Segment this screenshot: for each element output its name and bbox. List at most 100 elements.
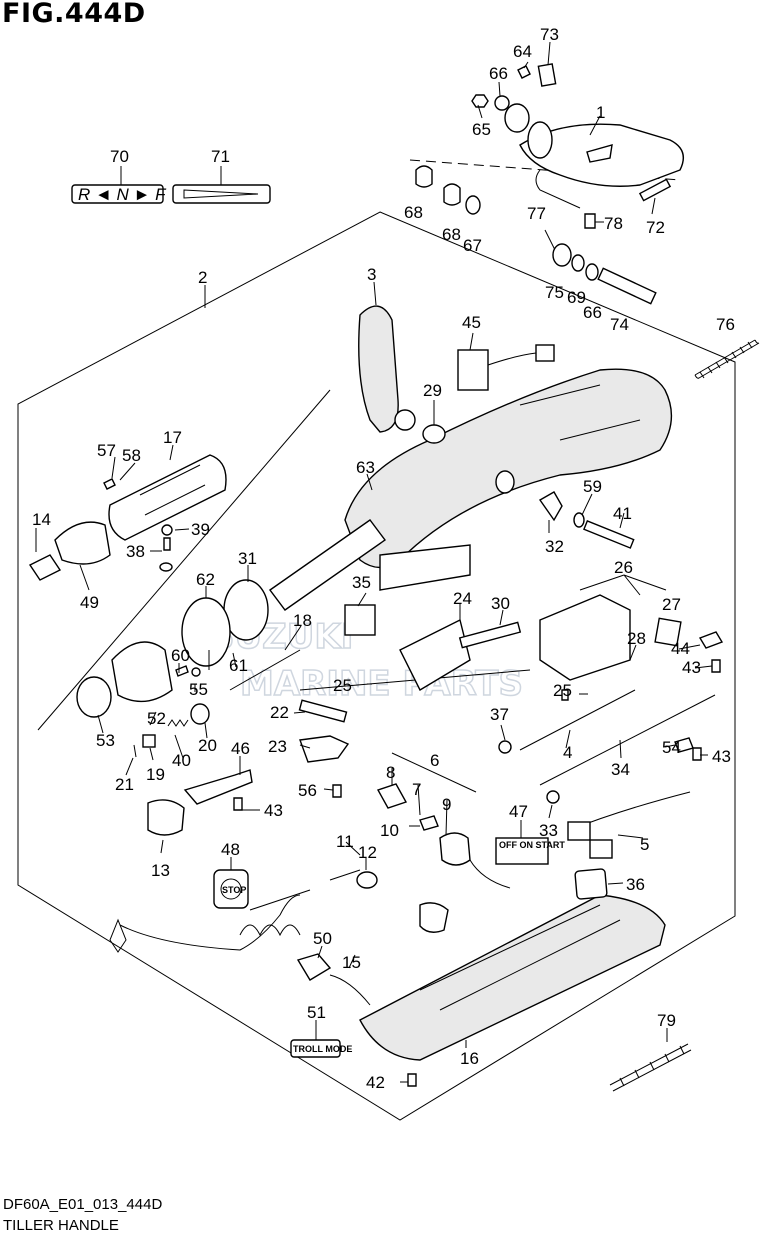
stop-plate-ring [220,878,242,900]
callout-70: 70 [110,147,129,166]
callout-38: 38 [126,542,145,561]
callout-77: 77 [527,204,546,223]
callout-30: 30 [491,594,510,613]
callout-2: 2 [198,268,207,287]
callout-8: 8 [386,763,395,782]
cap-body-part [54,521,111,565]
ring-part-5 [190,703,210,725]
cover-part [376,783,408,809]
bolt-part [638,178,672,202]
lower-cover-detail [419,904,621,1011]
callout-51: 51 [307,1003,326,1022]
callout-78: 78 [604,214,623,233]
callout-64: 64 [513,42,532,61]
ring-part-6 [356,871,378,889]
screw-part-7 [692,747,702,761]
switch-wire-3 [329,974,371,1006]
callout-71: 71 [211,147,230,166]
block-part [142,734,156,748]
grip-leader-line [37,389,331,731]
washer-part-3 [571,254,585,272]
screw-part-5 [332,784,342,798]
ring-part [422,424,446,444]
callout-15: 15 [342,953,361,972]
callout-45: 45 [462,313,481,332]
callout-43: 43 [682,658,701,677]
callout-43c: 43 [264,801,283,820]
callout-11: 11 [336,832,354,851]
callout-44: 44 [671,639,690,658]
callout-25b: 25 [553,681,572,700]
callout-55: 55 [189,680,208,699]
long-bolt-part-2 [583,520,635,549]
switch-part-3 [296,953,332,981]
figure-caption: TILLER HANDLE [3,1217,119,1234]
callout-48: 48 [221,840,240,859]
callout-19: 19 [146,765,165,784]
switch-plate-text: OFF ON START [499,840,565,850]
callout-53: 53 [96,731,115,750]
bracket-part-2 [299,735,350,763]
pin-part [133,744,137,758]
callout-66: 66 [489,64,508,83]
bracket-slot [586,144,613,163]
plate-part [537,63,557,87]
callout-59: 59 [583,477,602,496]
callout-22: 22 [270,703,289,722]
spring-coils [699,341,753,379]
switch-part-2 [439,832,471,866]
callout-49: 49 [80,593,99,612]
bushing-part [415,165,433,188]
stop-plate-text: STOP [222,885,246,895]
callout-5: 5 [640,835,649,854]
callout-4: 4 [563,743,572,762]
callout-46: 46 [231,739,250,758]
bracket-boss [527,121,553,159]
bushing-part-4 [538,491,563,522]
grip-end-part [76,676,112,718]
shift-box-part [539,594,631,681]
callout-60: 60 [171,646,190,665]
bushing-part-3 [552,243,572,267]
callout-61: 61 [229,656,248,675]
callout-47: 47 [509,802,528,821]
callout-7: 7 [412,780,421,799]
spring-pin-part [535,169,581,209]
watermark-subtitle: MARINE PARTS [240,664,523,704]
callout-35: 35 [352,573,371,592]
callout-9: 9 [442,795,451,814]
callout-20: 20 [198,736,217,755]
callout-75: 75 [545,283,564,302]
gear-label-text: R ◄ N ► F [78,185,167,204]
callout-28: 28 [627,629,646,648]
callout-26: 26 [614,558,633,577]
ball-part [191,667,201,677]
lanyard-body-part [147,799,185,836]
cable-part [519,689,636,751]
washer-part-4 [585,263,599,281]
figure-code: DF60A_E01_013_444D [3,1196,163,1213]
callout-54: 54 [662,738,681,757]
callout-16: 16 [460,1049,479,1068]
callout-18: 18 [293,611,312,630]
rod-part [229,649,301,691]
throttle-lever-part [358,305,399,433]
grip-part [108,454,227,541]
callout-65: 65 [472,120,491,139]
nut-part [471,94,489,108]
callout-63: 63 [356,458,375,477]
shift-bracket-part [399,618,471,691]
callout-3: 3 [367,265,376,284]
lanyard-clip [109,918,127,953]
lever-hub [394,409,416,431]
lanyard-chain [249,869,361,911]
switch-wire [487,352,537,366]
callout-50: 50 [313,929,332,948]
gear-label-plate [71,184,164,204]
callout-21: 21 [115,775,134,794]
spring-part-4 [609,1043,692,1092]
callout-79: 79 [657,1011,676,1030]
callout-72: 72 [646,218,665,237]
callout-58: 58 [122,446,141,465]
